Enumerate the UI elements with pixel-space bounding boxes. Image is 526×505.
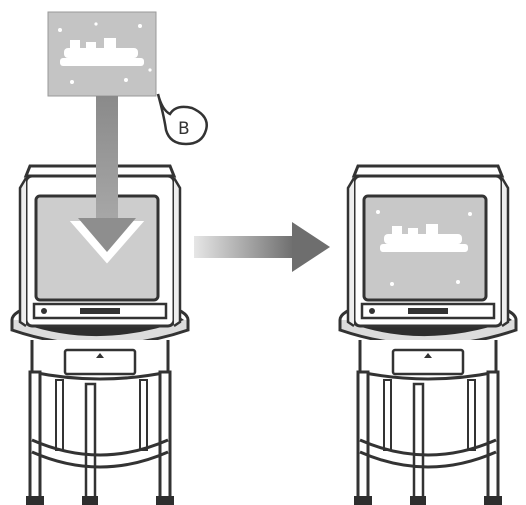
right-tv bbox=[348, 166, 508, 326]
right-arrow-icon bbox=[194, 222, 330, 272]
callout-b: B bbox=[158, 94, 207, 144]
right-cabinet bbox=[340, 298, 516, 505]
picture-card-icon bbox=[48, 12, 156, 96]
left-cabinet bbox=[12, 298, 188, 505]
callout-label: B bbox=[178, 119, 190, 139]
